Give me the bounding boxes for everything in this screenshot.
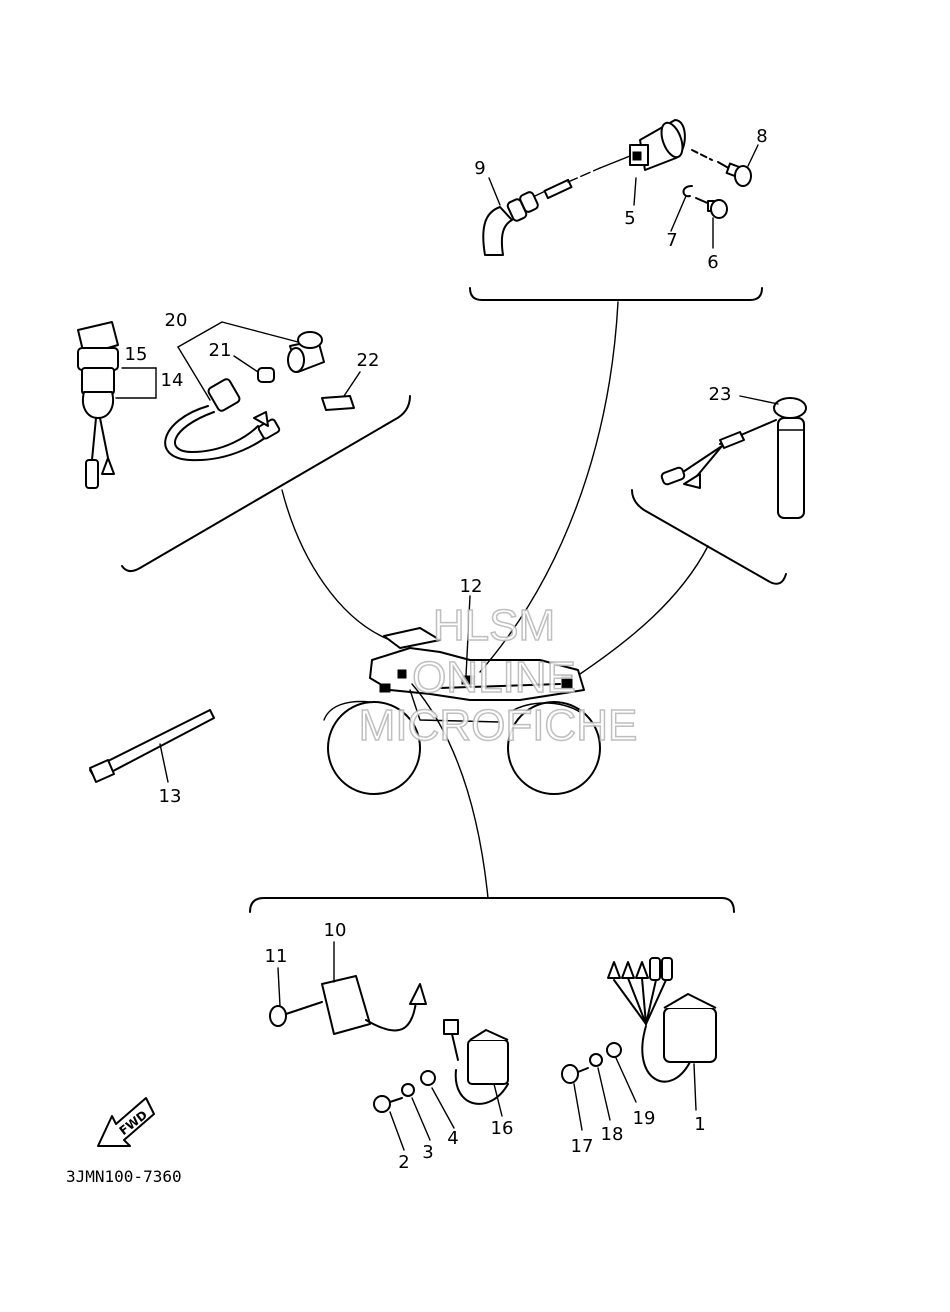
diagram-code: 3JMN100-7360 — [66, 1167, 182, 1186]
fwd-arrow: FWD — [97, 1097, 155, 1147]
callout-16: 16 — [491, 1118, 514, 1139]
cap-21-part — [257, 367, 275, 383]
main-switch-group — [77, 321, 411, 572]
watermark-line-2: ONLINE — [412, 653, 576, 702]
washer-19-part — [606, 1042, 622, 1058]
grip-group — [631, 395, 807, 585]
callout-21: 21 — [209, 340, 232, 361]
grip-body-part — [777, 417, 805, 519]
bolt-8-part — [734, 165, 752, 187]
left-group-bracket — [121, 395, 411, 572]
atv-overview — [281, 301, 709, 899]
callout-18: 18 — [601, 1124, 624, 1145]
watermark: HLSM ONLINE MICROFICHE — [358, 600, 638, 751]
coil-16-part — [467, 1039, 509, 1085]
callout-15: 15 — [125, 344, 148, 365]
sensor-10-part — [321, 975, 371, 1035]
washer-3-part — [401, 1083, 415, 1097]
leader-top — [479, 301, 619, 673]
callout-19: 19 — [633, 1108, 656, 1129]
spark-plug-cap-group — [469, 119, 763, 301]
switch-body-part — [81, 367, 115, 395]
washer-18-part — [589, 1053, 603, 1067]
atv-rear-wheel — [327, 701, 421, 795]
watermark-line-3: MICROFICHE — [359, 701, 638, 750]
callout-11: 11 — [265, 946, 288, 967]
switch-nut-part — [82, 391, 114, 419]
clip-7-part — [682, 185, 693, 198]
washer-4-part — [420, 1070, 436, 1086]
bottom-group-bracket — [249, 897, 735, 913]
screw-11-part — [269, 1005, 287, 1027]
right-group-bracket — [631, 489, 787, 585]
callout-9: 9 — [474, 158, 485, 179]
bolt-6-part — [710, 199, 728, 219]
bolt-17-part — [561, 1064, 579, 1084]
key-part — [77, 321, 119, 356]
lead-wire-20 — [164, 405, 273, 462]
leader-right — [579, 545, 709, 675]
callout-labels: 1 2 3 4 5 6 7 8 9 10 11 12 13 14 15 16 1… — [125, 126, 768, 1173]
leader-bottom — [411, 683, 489, 899]
lead-connector-part — [207, 378, 241, 412]
atv-front-wheel — [507, 701, 601, 795]
plug-cap-part — [482, 206, 513, 256]
callout-14: 14 — [161, 370, 184, 391]
callout-2: 2 — [398, 1152, 409, 1173]
switch-terminal-b — [101, 457, 115, 475]
lead-wire-sleeve — [543, 178, 573, 200]
callout-5: 5 — [624, 208, 635, 229]
watermark-line-1: HLSM — [433, 601, 555, 650]
callout-22: 22 — [357, 350, 380, 371]
callout-17: 17 — [571, 1136, 594, 1157]
tape-22-part — [321, 395, 355, 411]
switch-terminal-a — [85, 459, 99, 489]
callout-6: 6 — [707, 252, 718, 273]
callout-4: 4 — [447, 1128, 458, 1149]
top-group-bracket — [469, 287, 763, 301]
callout-7: 7 — [666, 230, 677, 251]
grip-top-part — [773, 397, 807, 419]
callout-13: 13 — [159, 786, 182, 807]
bolt-2-part — [373, 1095, 391, 1113]
callout-10: 10 — [324, 920, 347, 941]
cable-tie-group — [89, 709, 215, 783]
callout-1: 1 — [694, 1114, 705, 1135]
callout-3: 3 — [422, 1142, 433, 1163]
cdi-group — [249, 897, 735, 1151]
callout-20: 20 — [165, 310, 188, 331]
callout-12: 12 — [460, 576, 483, 597]
callout-23: 23 — [709, 384, 732, 405]
switch-head-part — [77, 347, 119, 371]
cdi-unit-1-part — [663, 1007, 717, 1063]
leader-left — [281, 489, 391, 641]
callout-8: 8 — [756, 126, 767, 147]
plug-boot-ring — [519, 191, 539, 213]
